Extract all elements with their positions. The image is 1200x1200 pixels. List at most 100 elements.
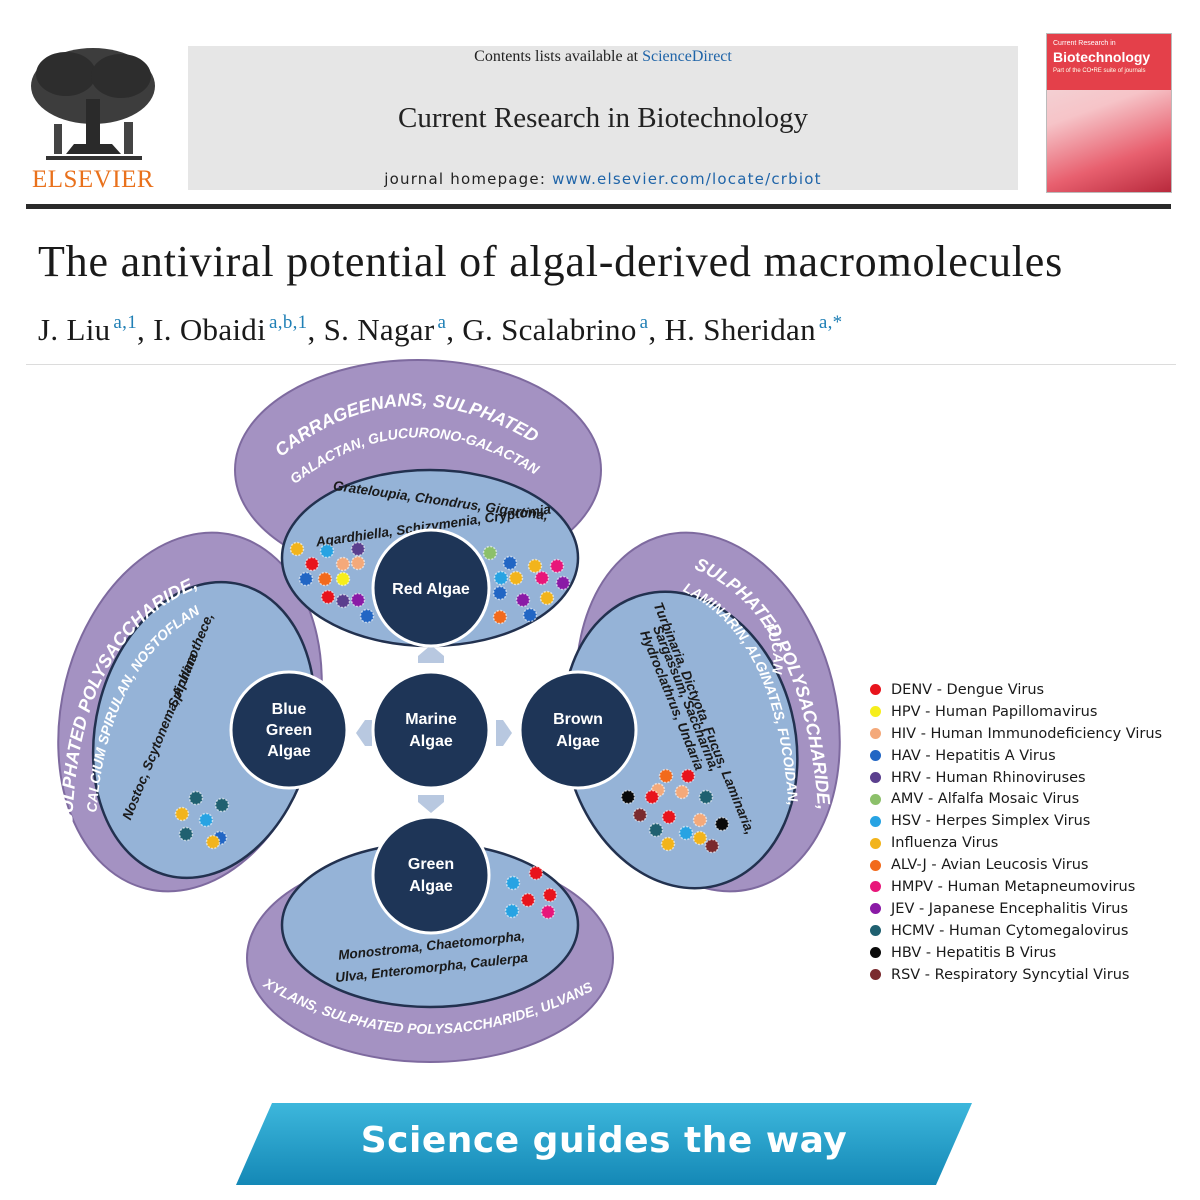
author-affiliation[interactable]: a,* (818, 312, 843, 333)
virus-marker-icon (493, 570, 509, 586)
virus-marker-icon (508, 570, 524, 586)
green-algae-label-1: Green (408, 856, 454, 873)
virus-marker-icon (304, 556, 320, 572)
virus-marker-icon (678, 825, 694, 841)
legend-label: HMPV - Human Metapneumovirus (891, 878, 1136, 895)
virus-dot-icon (870, 859, 881, 871)
virus-marker-icon (527, 558, 543, 574)
virus-marker-icon (674, 784, 690, 800)
author-separator: , (446, 312, 463, 347)
article-title: The antiviral potential of algal-derived… (38, 237, 1064, 286)
author-name[interactable]: G. Scalabrino (462, 312, 637, 347)
virus-marker-icon (692, 830, 708, 846)
brown-algae-label-2: Algae (556, 733, 600, 750)
arrow-up-icon (418, 645, 444, 663)
legend-label: HRV - Human Rhinoviruses (891, 769, 1086, 786)
journal-header-box: Contents lists available at ScienceDirec… (188, 46, 1018, 190)
author-separator: , (137, 312, 154, 347)
legend-label: HAV - Hepatitis A Virus (891, 747, 1056, 764)
virus-marker-icon (319, 543, 335, 559)
author-name[interactable]: H. Sheridan (664, 312, 816, 347)
cover-line3: Part of the CO•RE suite of journals (1053, 68, 1146, 74)
publisher-name: ELSEVIER (31, 166, 155, 193)
virus-dot-icon (870, 728, 881, 740)
legend-item: HAV - Hepatitis A Virus (866, 745, 1186, 767)
legend-label: HCMV - Human Cytomegalovirus (891, 922, 1129, 939)
diagram-arrows (356, 645, 512, 813)
legend-item: HIV - Human Immunodeficiency Virus (866, 723, 1186, 745)
journal-name: Current Research in Biotechnology (398, 102, 808, 134)
arrow-down-icon (418, 795, 444, 813)
author-name[interactable]: J. Liu (38, 312, 111, 347)
author-separator: , (648, 312, 665, 347)
legend-item: ALV-J - Avian Leucosis Virus (866, 854, 1186, 876)
virus-marker-icon (335, 571, 351, 587)
homepage-link[interactable]: www.elsevier.com/locate/crbiot (552, 170, 822, 188)
contents-line: Contents lists available at ScienceDirec… (188, 48, 1018, 66)
virus-marker-icon (504, 903, 520, 919)
brown-algae-node (518, 670, 638, 790)
legend-item: Influenza Virus (866, 832, 1186, 854)
virus-marker-icon (698, 789, 714, 805)
virus-marker-icon (317, 571, 333, 587)
red-algae-node (371, 528, 491, 648)
virus-marker-icon (482, 545, 498, 561)
slogan-banner (236, 1103, 972, 1185)
author-affiliation[interactable]: a,1 (113, 312, 138, 333)
virus-dot-icon (870, 837, 881, 849)
journal-cover-thumbnail[interactable]: Current Research in Biotechnology Part o… (1046, 33, 1172, 193)
virus-marker-icon (178, 826, 194, 842)
virus-dot-icon (870, 925, 881, 937)
virus-dot-icon (870, 706, 881, 718)
green-algae-node (371, 815, 491, 935)
virus-marker-icon (542, 887, 558, 903)
legend-item: HSV - Herpes Simplex Virus (866, 810, 1186, 832)
cover-line2: Biotechnology (1053, 49, 1151, 65)
elsevier-tree-logo (26, 44, 160, 194)
virus-marker-icon (540, 904, 556, 920)
slogan-text: Science guides the way (360, 1120, 848, 1161)
legend-label: HIV - Human Immunodeficiency Virus (891, 725, 1163, 742)
virus-dot-icon (870, 881, 881, 893)
virus-marker-icon (704, 838, 720, 854)
virus-marker-icon (502, 555, 518, 571)
virus-marker-icon (534, 570, 550, 586)
virus-marker-icon (520, 892, 536, 908)
arrow-left-icon (356, 720, 372, 746)
sciencedirect-link[interactable]: ScienceDirect (642, 48, 732, 65)
legend-label: HPV - Human Papillomavirus (891, 703, 1098, 720)
virus-marker-icon (660, 836, 676, 852)
legend-item: JEV - Japanese Encephalitis Virus (866, 898, 1186, 920)
virus-dot-icon (870, 969, 881, 981)
author-name[interactable]: S. Nagar (323, 312, 435, 347)
virus-marker-icon (648, 822, 664, 838)
author-affiliation[interactable]: a (437, 312, 447, 333)
author-affiliation[interactable]: a (639, 312, 649, 333)
author-separator: , (307, 312, 324, 347)
virus-dot-icon (870, 750, 881, 762)
red-algae-label: Red Algae (392, 581, 470, 598)
legend-item: HPV - Human Papillomavirus (866, 701, 1186, 723)
green-algae-label-2: Algae (409, 878, 453, 895)
legend-label: Influenza Virus (891, 835, 999, 852)
virus-marker-icon (632, 807, 648, 823)
virus-marker-icon (205, 834, 221, 850)
virus-marker-icon (505, 875, 521, 891)
legend-label: HBV - Hepatitis B Virus (891, 944, 1057, 961)
author-affiliation[interactable]: a,b,1 (269, 312, 308, 333)
virus-marker-icon (350, 541, 366, 557)
author-name[interactable]: I. Obaidi (153, 312, 267, 347)
marine-algae-node (371, 670, 491, 790)
virus-marker-icon (539, 590, 555, 606)
virus-marker-icon (661, 809, 677, 825)
virus-marker-icon (359, 608, 375, 624)
arrow-right-icon (496, 720, 512, 746)
virus-marker-icon (188, 790, 204, 806)
homepage-line: journal homepage: www.elsevier.com/locat… (188, 170, 1018, 188)
virus-marker-icon (555, 575, 571, 591)
legend-label: RSV - Respiratory Syncytial Virus (891, 966, 1130, 983)
marine-algae-label-2: Algae (409, 733, 453, 750)
virus-marker-icon (214, 797, 230, 813)
legend-item: HRV - Human Rhinoviruses (866, 767, 1186, 789)
